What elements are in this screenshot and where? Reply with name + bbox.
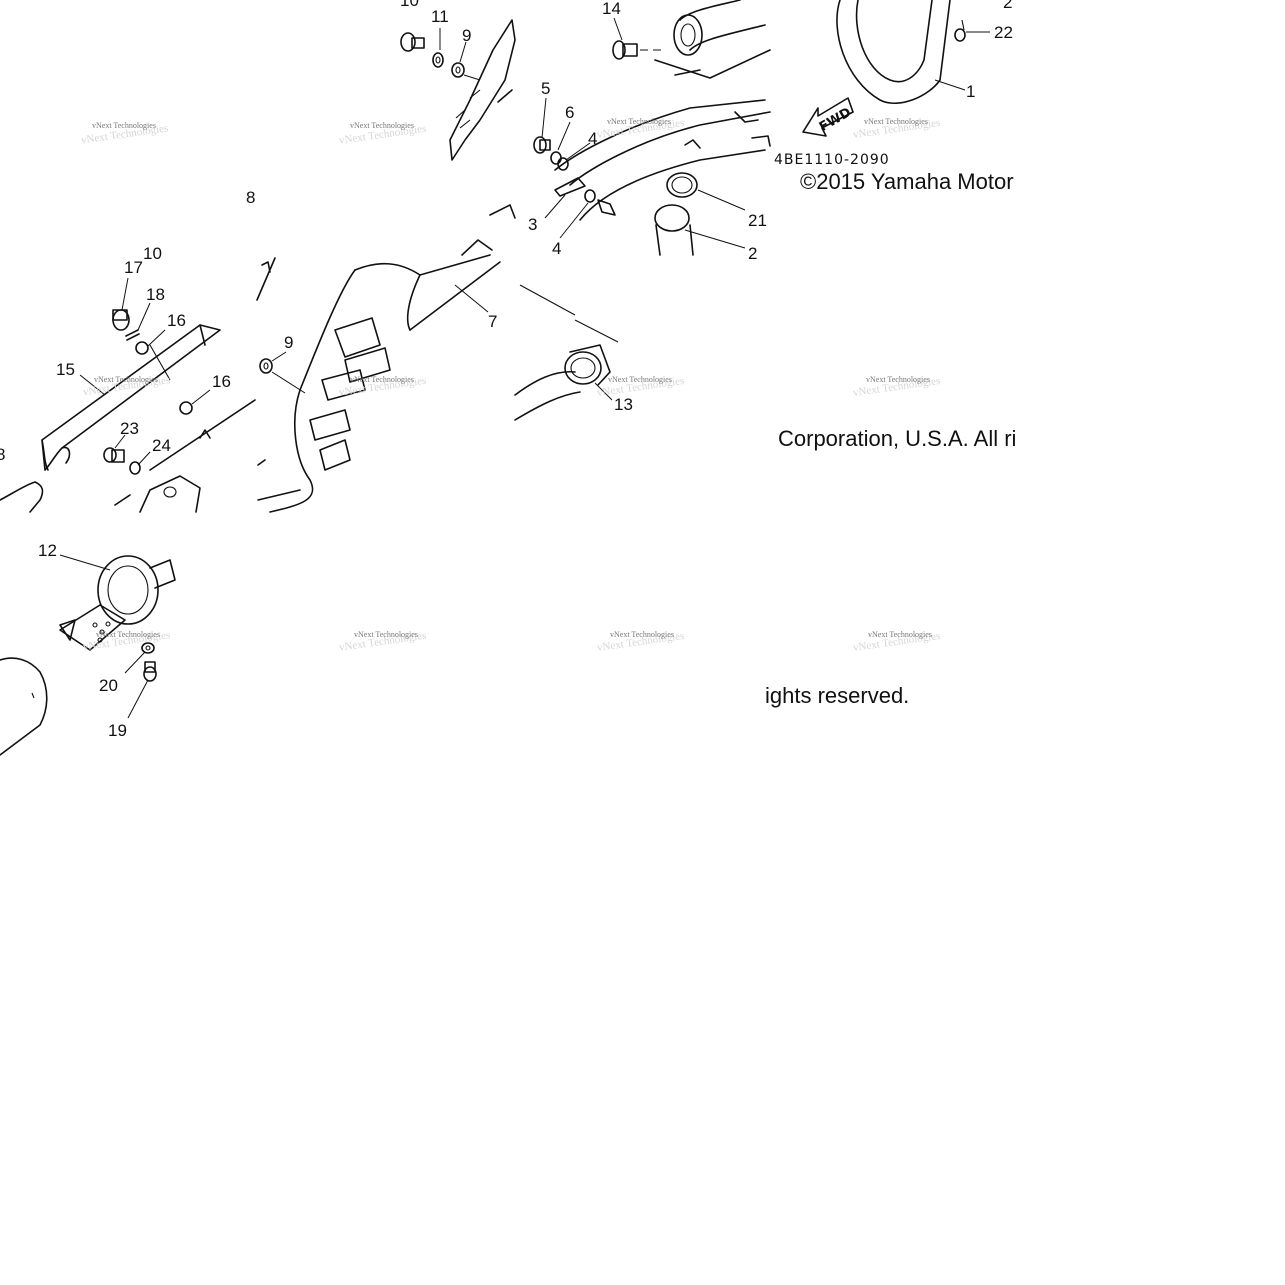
callout-8-lower: 8 (0, 445, 5, 464)
callout-10-lower: 10 (143, 244, 162, 263)
bolt-23 (103, 447, 125, 463)
callout-4-lower: 4 (552, 239, 561, 258)
muffler-end (0, 657, 48, 756)
bolt-22 (954, 19, 966, 42)
bolt-14 (612, 40, 665, 60)
washer-4-lower (584, 189, 596, 203)
callout-9-upper: 9 (462, 26, 471, 45)
washer-20 (141, 642, 155, 654)
washer-4-upper (557, 157, 569, 171)
copyright-line-2: Corporation, U.S.A. All ri (778, 426, 1016, 451)
callout-13: 13 (614, 395, 633, 414)
callout-17: 17 (124, 258, 143, 277)
copyright-line-3: ights reserved. (765, 683, 909, 708)
bracket-3 (554, 177, 586, 197)
callout-12: 12 (38, 541, 57, 560)
gasket-21 (666, 172, 698, 198)
callout-21: 21 (748, 211, 767, 230)
watermark: vNext Technologies (864, 117, 928, 126)
callout-6: 6 (565, 103, 574, 122)
watermark: vNext Technologies (607, 117, 671, 126)
bolt-19 (143, 661, 157, 682)
bracket-lower (114, 399, 256, 513)
callout-19: 19 (108, 721, 127, 740)
callout-1: 1 (966, 82, 975, 101)
watermark: vNext Technologies (94, 375, 158, 384)
callout-3: 3 (528, 215, 537, 234)
callout-18: 18 (146, 285, 165, 304)
pipe-end-8 (0, 481, 44, 513)
connector-pipe-13 (514, 284, 619, 421)
callout-14: 14 (602, 0, 621, 18)
bolt-17 (112, 309, 130, 331)
gasket-9-upper (451, 62, 465, 78)
muffler-body (257, 254, 501, 513)
callout-5: 5 (541, 79, 550, 98)
callout-20: 20 (99, 676, 118, 695)
callout-22: 22 (994, 23, 1013, 42)
exhaust-pipe-1 (836, 0, 951, 105)
heat-shield-15 (41, 324, 221, 471)
callout-8-upper: 8 (246, 188, 255, 207)
callout-7: 7 (488, 312, 497, 331)
forward-arrow (802, 97, 854, 137)
watermark: vNext Technologies (350, 375, 414, 384)
callout-10-upper: 10 (400, 0, 419, 10)
watermark: vNext Technologies (610, 630, 674, 639)
callout-16-upper: 16 (167, 311, 186, 330)
callout-23: 23 (120, 419, 139, 438)
pipe-midsection (554, 99, 771, 221)
callout-11: 11 (431, 7, 449, 26)
washer-11 (432, 52, 444, 68)
callout-4-upper: 4 (588, 129, 597, 148)
callout-2-lower: 2 (748, 244, 757, 263)
callout-15: 15 (56, 360, 75, 379)
callout-2-upper: 2 (1003, 0, 1012, 12)
watermarks: vNext Technologies vNext Technologies vN… (80, 117, 941, 654)
gasket-2 (654, 204, 694, 256)
watermark: vNext Technologies (354, 630, 418, 639)
callout-9-lower: 9 (284, 333, 293, 352)
copyright-line-1: ©2015 Yamaha Motor (800, 169, 1014, 194)
bolt-10-upper (400, 32, 425, 52)
washer-16-lower (179, 401, 193, 415)
fwd-label: FWD (817, 105, 854, 135)
watermark: vNext Technologies (868, 630, 932, 639)
washer-16-upper (135, 341, 149, 355)
watermark: vNext Technologies (608, 375, 672, 384)
spring-18 (125, 329, 140, 341)
pipe-8-section (256, 204, 516, 301)
callout-24: 24 (152, 436, 171, 455)
watermark: vNext Technologies (350, 121, 414, 130)
heat-shield-upper (449, 19, 516, 161)
exhaust-clamp-14 (654, 0, 771, 79)
bolt-5 (533, 136, 551, 154)
washer-6 (550, 151, 562, 165)
gasket-9-lower (259, 358, 273, 374)
watermark: vNext Technologies (92, 121, 156, 130)
diagram-code: 4BE1110-2090 (774, 152, 890, 168)
spark-arrester-12 (59, 555, 176, 651)
callout-16-lower: 16 (212, 372, 231, 391)
watermark: vNext Technologies (96, 630, 160, 639)
washer-24 (129, 461, 141, 475)
watermark: vNext Technologies (866, 375, 930, 384)
